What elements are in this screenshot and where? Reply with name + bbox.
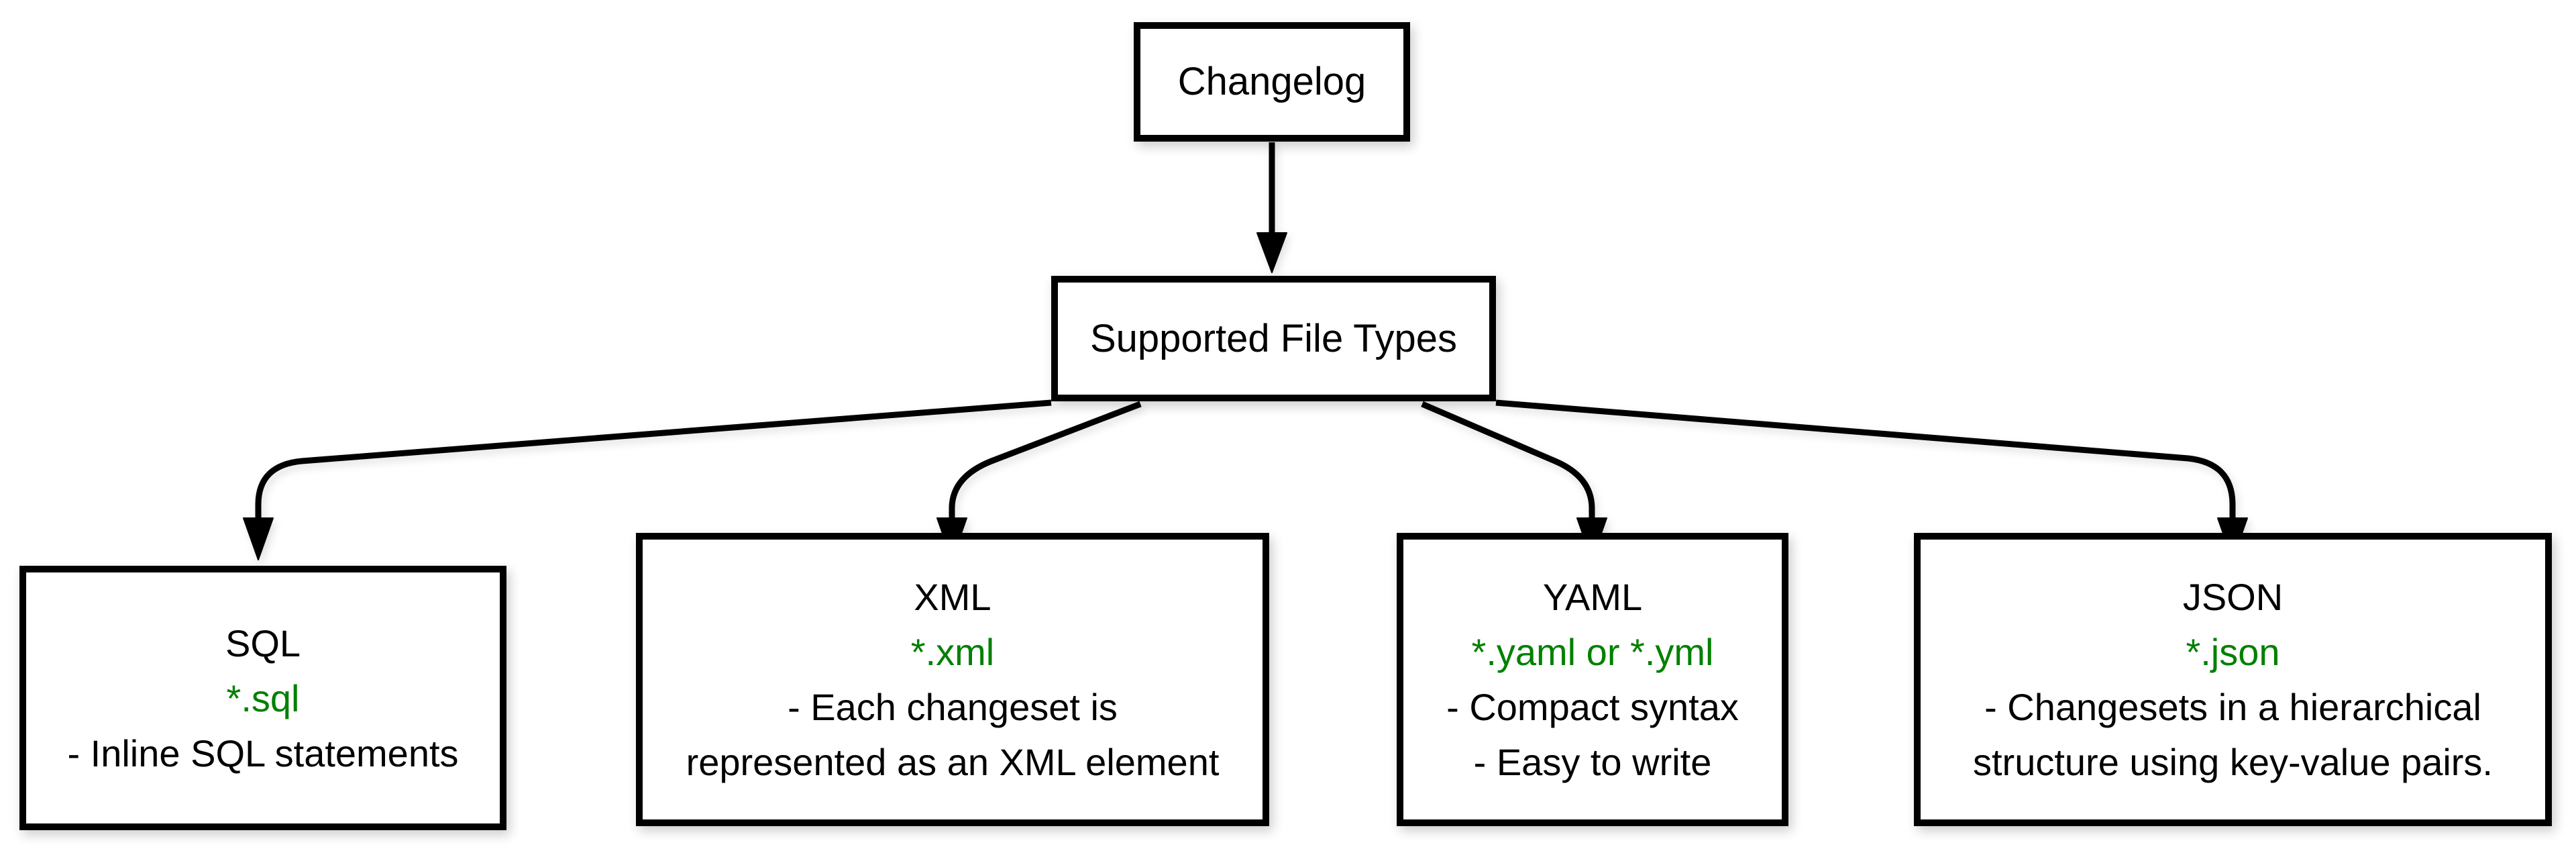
node-yaml-title: YAML <box>1542 576 1643 618</box>
node-json-note-line-2: structure using key-value pairs. <box>1972 741 2493 783</box>
node-supported-file-types-label: Supported File Types <box>1089 316 1458 360</box>
node-yaml-note-line-1: - Compact syntax <box>1446 686 1739 728</box>
node-xml-note-line-2: represented as an XML element <box>686 741 1220 783</box>
node-xml-note-line-1: - Each changeset is <box>788 686 1118 728</box>
edge-hub-to-sql <box>243 399 1052 560</box>
node-changelog: Changelog <box>1134 22 1410 142</box>
node-yaml: YAML *.yaml or *.yml - Compact syntax - … <box>1397 533 1788 826</box>
node-sql-title: SQL <box>225 621 301 664</box>
node-supported-file-types: Supported File Types <box>1051 276 1496 401</box>
node-sql-note: - Inline SQL statements <box>67 732 459 774</box>
node-yaml-note-line-2: - Easy to write <box>1473 741 1712 783</box>
node-json: JSON *.json - Changesets in a hierarchic… <box>1914 533 2552 826</box>
node-json-file-pattern: *.json <box>2186 631 2280 673</box>
node-changelog-label: Changelog <box>1177 60 1366 104</box>
node-sql-file-pattern: *.sql <box>226 676 300 719</box>
node-sql: SQL *.sql - Inline SQL statements <box>19 566 506 830</box>
node-xml-file-pattern: *.xml <box>910 631 995 673</box>
edge-changelog-to-hub <box>1256 142 1287 273</box>
node-json-note-line-1: - Changesets in a hierarchical <box>1984 686 2481 728</box>
node-xml-title: XML <box>914 576 991 618</box>
node-xml: XML *.xml - Each changeset is represente… <box>636 533 1269 826</box>
node-json-title: JSON <box>2182 576 2284 618</box>
node-yaml-file-pattern: *.yaml or *.yml <box>1471 631 1714 673</box>
